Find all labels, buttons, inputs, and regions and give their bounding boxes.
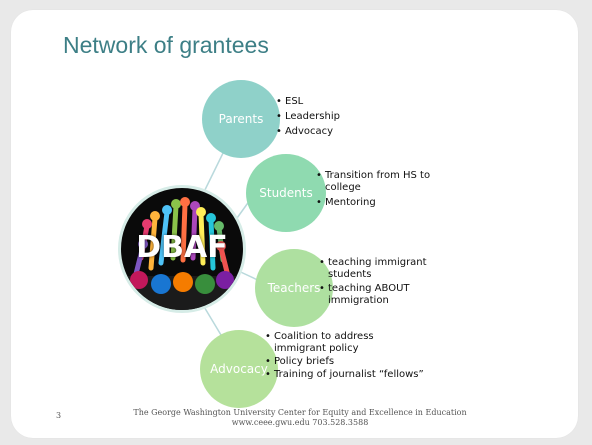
node-advocacy-label: Advocacy: [210, 362, 268, 376]
footer-organization: The George Washington University Center …: [133, 408, 467, 417]
bullet-item: Mentoring: [315, 197, 445, 209]
students-bullet-list: Transition from HS to college Mentoring: [315, 170, 445, 212]
node-parents: Parents: [202, 80, 280, 158]
raised-hands-image: [121, 197, 243, 310]
bullet-item: teaching ABOUT immigration: [318, 283, 448, 307]
page-title: Network of grantees: [63, 32, 269, 58]
dbaf-center-circle: DBAF: [118, 185, 246, 313]
bullet-item: Advocacy: [275, 126, 395, 138]
node-teachers-label: Teachers: [267, 281, 321, 295]
node-students: Students: [246, 154, 326, 232]
footer-contact: www.ceee.gwu.edu 703.528.3588: [231, 418, 369, 427]
bullet-item: Transition from HS to college: [315, 170, 445, 194]
bullet-item: ESL: [275, 96, 395, 108]
node-parents-label: Parents: [218, 112, 264, 126]
node-students-label: Students: [259, 186, 313, 200]
advocacy-bullet-list: Coalition to address immigrant policy Po…: [264, 331, 424, 382]
bullet-item: Training of journalist “fellows”: [264, 369, 424, 381]
teachers-bullet-list: teaching immigrant students teaching ABO…: [318, 257, 448, 309]
page-number: 3: [56, 411, 62, 420]
bullet-item: teaching immigrant students: [318, 257, 448, 281]
parents-bullet-list: ESL Leadership Advocacy: [275, 96, 395, 141]
bullet-item: Leadership: [275, 111, 395, 123]
bullet-item: Coalition to address immigrant policy: [264, 331, 424, 355]
footer: The George Washington University Center …: [120, 408, 480, 428]
bullet-item: Policy briefs: [264, 356, 424, 368]
dbaf-label: DBAF: [136, 230, 228, 265]
